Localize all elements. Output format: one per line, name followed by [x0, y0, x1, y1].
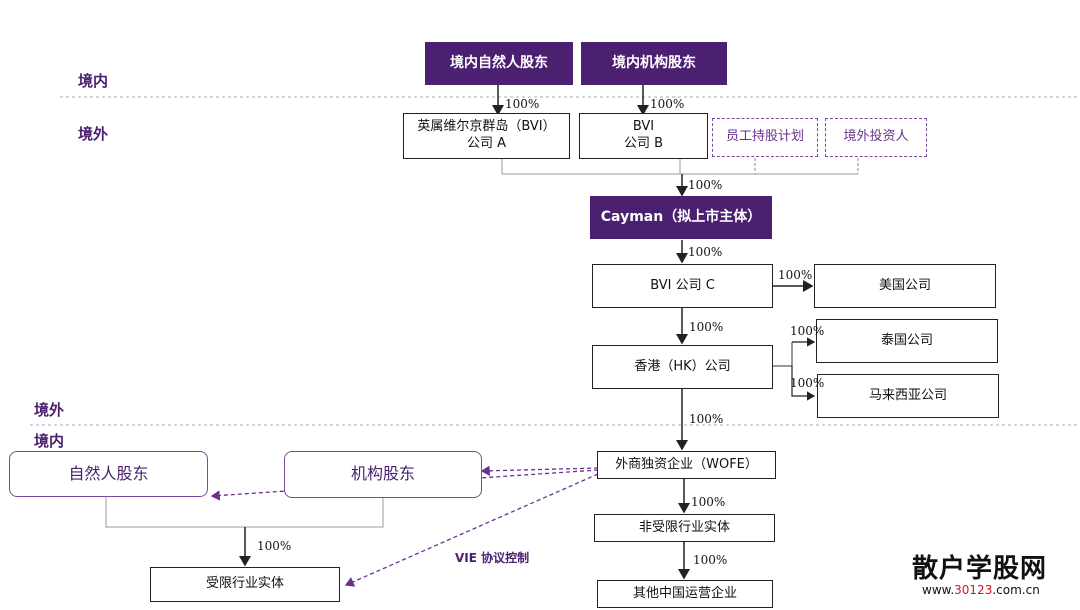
node-institutional-shareholder: 机构股东	[284, 451, 482, 498]
node-label: 境内自然人股东	[450, 55, 548, 72]
node-label: 员工持股计划	[725, 129, 804, 145]
pct-hk-to-thailand: 100%	[790, 324, 825, 338]
region-label-domestic-top: 境内	[78, 72, 109, 90]
node-label: 自然人股东	[68, 463, 149, 483]
vie-arrow-to-restricted	[344, 473, 599, 587]
node-label: 受限行业实体	[205, 576, 284, 592]
node-overseas-investor: 境外投资人	[825, 118, 927, 157]
region-label-overseas-top: 境外	[78, 125, 109, 143]
vie-arrow-to-institutional	[480, 465, 599, 476]
node-employee-stock-plan: 员工持股计划	[712, 118, 818, 157]
pct-shareholders-to-restricted: 100%	[257, 539, 292, 553]
node-bvi-company-b: BVI 公司 B	[579, 113, 708, 159]
node-restricted-entity: 受限行业实体	[150, 567, 340, 602]
node-label: 马来西亚公司	[868, 387, 947, 403]
node-malaysia-company: 马来西亚公司	[817, 374, 999, 418]
node-wofe: 外商独资企业（WOFE）	[597, 451, 776, 479]
node-label: 美国公司	[878, 277, 931, 293]
node-label: 境外投资人	[843, 129, 909, 145]
node-natural-shareholder: 自然人股东	[9, 451, 208, 497]
node-thailand-company: 泰国公司	[816, 319, 998, 363]
region-label-overseas-bottom: 境外	[34, 401, 65, 419]
node-non-restricted-entity: 非受限行业实体	[594, 514, 775, 542]
node-domestic-natural-shareholder: 境内自然人股东	[425, 42, 573, 85]
watermark-title: 散户学股网	[912, 554, 1048, 584]
node-label: 机构股东	[350, 464, 415, 484]
pct-cayman-to-bvi-c: 100%	[688, 245, 723, 259]
node-label: 非受限行业实体	[638, 519, 730, 535]
node-label-line2: 公司 A	[466, 136, 507, 151]
pct-bvi-c-to-hk: 100%	[689, 320, 724, 334]
node-label-line1: 英属维尔京群岛（BVI）	[417, 119, 556, 135]
node-label: Cayman（拟上市主体）	[600, 209, 762, 226]
node-label: 泰国公司	[880, 332, 933, 348]
pct-hk-to-wofe: 100%	[689, 412, 724, 426]
node-bvi-company-c: BVI 公司 C	[592, 264, 773, 308]
merge-line-ab	[501, 159, 858, 175]
pct-institutional-to-bvi-b: 100%	[650, 97, 685, 111]
node-label-line2: 公司 B	[623, 136, 664, 151]
region-label-domestic-bottom: 境内	[34, 432, 65, 450]
node-us-company: 美国公司	[814, 264, 996, 308]
pct-natural-to-bvi-a: 100%	[505, 97, 540, 111]
watermark-url-prefix: www.	[922, 583, 955, 597]
node-label-line1: BVI	[632, 119, 655, 135]
node-cayman: Cayman（拟上市主体）	[590, 196, 772, 239]
watermark-url: www.30123.com.cn	[922, 583, 1040, 597]
pct-to-cayman: 100%	[688, 178, 723, 192]
node-hk-company: 香港（HK）公司	[592, 345, 773, 389]
node-label: 其他中国运营企业	[632, 585, 737, 601]
branch-hk-low	[791, 366, 816, 401]
node-label: 境内机构股东	[612, 55, 696, 72]
pct-bvi-c-to-us: 100%	[778, 268, 813, 282]
node-other-china-entity: 其他中国运营企业	[597, 580, 773, 608]
node-label: 香港（HK）公司	[634, 358, 731, 374]
node-domestic-institutional-shareholder: 境内机构股东	[581, 42, 727, 85]
pct-wofe-to-non-restricted: 100%	[691, 495, 726, 509]
node-bvi-company-a: 英属维尔京群岛（BVI） 公司 A	[403, 113, 570, 159]
watermark-url-suffix: .com.cn	[992, 583, 1040, 597]
pct-hk-to-malaysia: 100%	[790, 376, 825, 390]
pct-non-restricted-to-other: 100%	[693, 553, 728, 567]
vie-label: VIE 协议控制	[455, 551, 530, 565]
watermark-url-number: 30123	[954, 583, 993, 597]
vie-arrow-to-natural	[210, 469, 599, 501]
node-label: 外商独资企业（WOFE）	[615, 456, 758, 472]
node-label: BVI 公司 C	[650, 277, 715, 293]
merge-line-shareholders	[105, 497, 384, 528]
branch-hk	[773, 342, 793, 367]
